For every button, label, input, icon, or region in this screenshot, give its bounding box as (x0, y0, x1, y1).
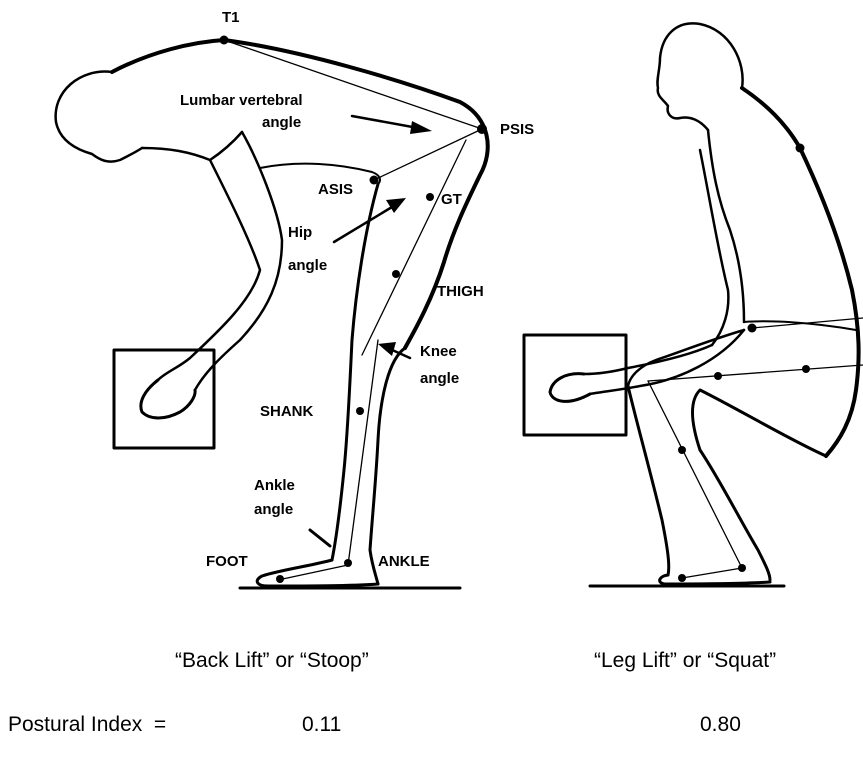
thigh-marker (392, 270, 400, 278)
label-asis: ASIS (318, 181, 353, 198)
stoop-arm (158, 160, 260, 380)
label-gt: GT (441, 191, 462, 208)
squat-thigh-marker-1 (714, 372, 722, 380)
gt-marker (426, 193, 434, 201)
ankle-angle-arrow (310, 530, 330, 546)
label-knee-line2: angle (420, 370, 459, 387)
stoop-box (114, 350, 214, 448)
hip-angle-arrowhead (386, 198, 406, 213)
asis-marker (370, 176, 379, 185)
stoop-torso-front (142, 132, 242, 160)
squat-pelvis-line (752, 318, 863, 328)
stoop-back-leg (370, 348, 405, 584)
squat-shin-front (628, 386, 669, 575)
squat-asis-marker (748, 324, 757, 333)
squat-figure (524, 23, 863, 586)
squat-foot (660, 575, 770, 584)
label-hip-line2: angle (288, 257, 327, 274)
squat-shank-marker (678, 446, 686, 454)
squat-joints (678, 144, 810, 583)
lumbar-angle-arrow (352, 116, 418, 128)
squat-ankle-marker (738, 564, 746, 572)
shank-marker (356, 407, 364, 415)
label-lumbar-line2: angle (262, 114, 301, 131)
label-ankle-angle-line2: angle (254, 501, 293, 518)
t1-marker (220, 36, 229, 45)
label-ankle: ANKLE (378, 553, 430, 570)
label-shank: SHANK (260, 403, 314, 420)
stoop-caption: “Back Lift” or “Stoop” (175, 649, 369, 672)
lumbar-angle-arrowhead (410, 121, 432, 134)
label-thigh: THIGH (437, 283, 484, 300)
label-foot: FOOT (206, 553, 248, 570)
stoop-shank-line (348, 340, 378, 565)
stoop-hand (141, 380, 195, 418)
psis-marker (477, 124, 487, 134)
stoop-foot-line (278, 565, 348, 580)
squat-head (657, 23, 742, 130)
label-psis: PSIS (500, 121, 534, 138)
squat-postural-index: 0.80 (700, 713, 741, 736)
squat-thigh-line (648, 365, 863, 381)
squat-shank-line (648, 381, 742, 568)
squat-foot-marker (678, 574, 686, 582)
stoop-postural-index: 0.11 (302, 713, 341, 736)
squat-thigh-bottom (693, 390, 827, 456)
label-hip-line1: Hip (288, 224, 312, 241)
squat-calf (700, 450, 770, 580)
knee-angle-arrowhead (378, 342, 396, 356)
squat-t1-marker (796, 144, 805, 153)
squat-hand (550, 374, 590, 402)
squat-waist (744, 321, 856, 330)
squat-box (524, 335, 626, 435)
squat-forearm-lower (590, 330, 744, 394)
label-knee-line1: Knee (420, 343, 457, 360)
postural-index-label: Postural Index = (8, 713, 166, 736)
hip-angle-arrow (334, 207, 392, 242)
stoop-foot (257, 560, 378, 586)
label-t1: T1 (222, 9, 240, 26)
squat-caption: “Leg Lift” or “Squat” (594, 649, 776, 672)
label-ankle-angle-line1: Ankle (254, 477, 295, 494)
squat-back-contour (742, 88, 859, 456)
ankle-marker (344, 559, 352, 567)
label-lumbar-line1: Lumbar vertebral (180, 92, 303, 109)
squat-thigh-marker-2 (802, 365, 810, 373)
stoop-head (56, 72, 142, 162)
foot-marker (276, 575, 284, 583)
stoop-pelvis-line (374, 129, 482, 180)
squat-foot-line (682, 568, 742, 578)
